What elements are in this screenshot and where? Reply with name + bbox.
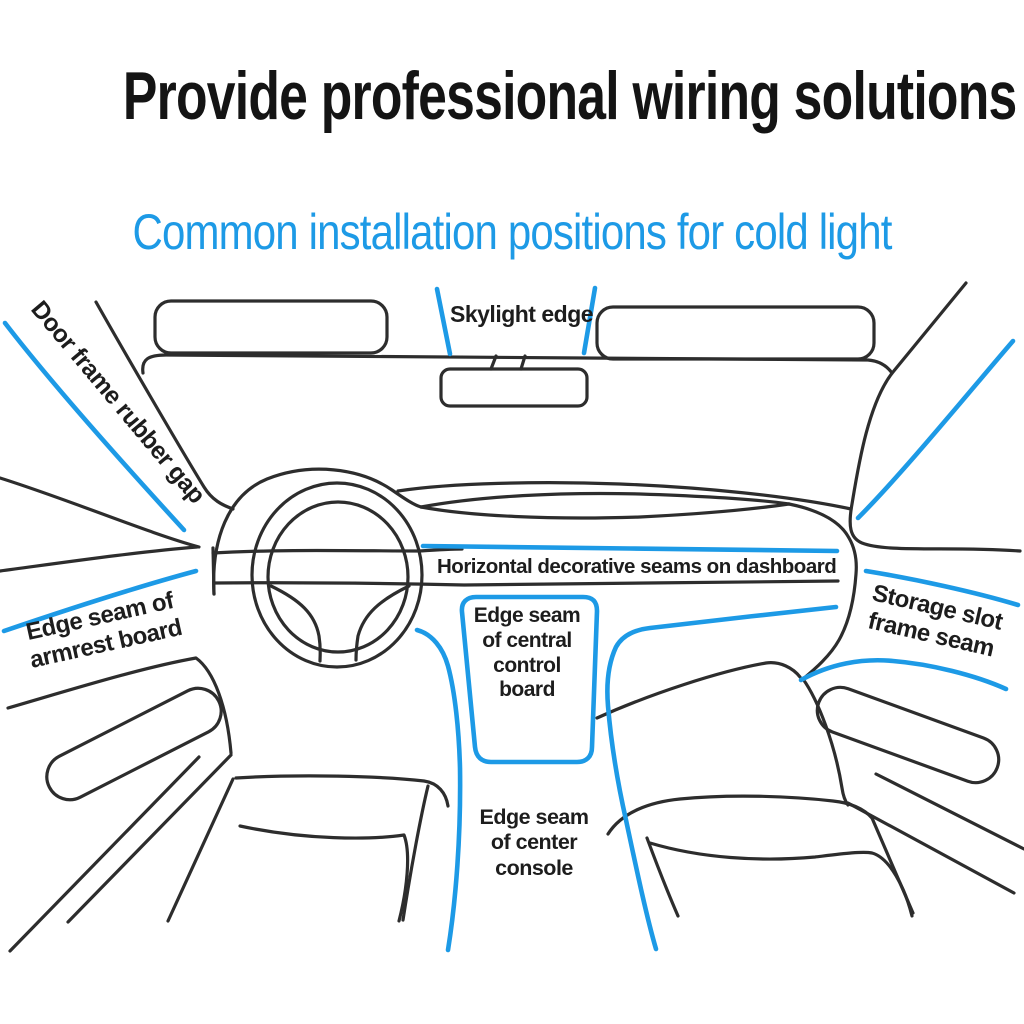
- label-central-control-board: Edge seam of central control board: [462, 604, 592, 703]
- right-door-sill-diagonal-outer: [846, 801, 1016, 895]
- skylight-left-tick: [434, 286, 453, 357]
- console-left-seam: [414, 627, 463, 953]
- left-door-kick-line: [166, 777, 235, 923]
- wheel-trunk-right: [354, 584, 411, 662]
- dash-cowl-lower: [419, 502, 791, 520]
- roof-edge-line: [141, 353, 894, 375]
- cluster-hood-arc: [212, 467, 423, 596]
- right-door-sill-diagonal-upper: [874, 772, 1024, 851]
- windshield-bottom-edge: [396, 481, 853, 511]
- right-footwell-top: [606, 794, 915, 915]
- right-footwell-inner-edge: [645, 836, 680, 918]
- storage-slot-lower-seam: [798, 657, 1009, 692]
- right-door-pull-handle: [815, 685, 1001, 785]
- right-footwell-arch: [648, 841, 914, 918]
- left-footwell-inner-edge: [401, 784, 430, 922]
- label-dashboard-seams: Horizontal decorative seams on dashboard: [437, 555, 837, 578]
- wheel-outer-rim: [250, 481, 424, 669]
- label-central-line4: board: [499, 678, 555, 702]
- wheel-inner-rim: [266, 500, 410, 654]
- left-door-sill-diagonal-outer: [8, 755, 201, 953]
- right-pillar-seam: [855, 338, 1016, 521]
- rear-view-mirror: [439, 367, 589, 408]
- blue-seam-highlights: [1, 285, 1021, 953]
- label-central-line2: of central: [482, 628, 572, 652]
- console-right-and-glovebox-seam: [605, 604, 839, 952]
- left-door-sill-diagonal-inner: [66, 753, 233, 924]
- black-linework: [0, 281, 1024, 953]
- page-subtitle: Common installation positions for cold l…: [132, 204, 892, 260]
- skylight-right-tick: [581, 285, 598, 356]
- left-armrest-lower-line: [6, 656, 233, 755]
- left-door-sill-line: [0, 476, 201, 549]
- dashboard-horizontal-seam: [420, 543, 840, 554]
- wheel-lower-spoke-and-dash-seam: [213, 579, 840, 587]
- label-central-line3: control: [493, 653, 561, 677]
- storage-slot-upper-seam: [863, 568, 1021, 608]
- mirror-stems: [489, 354, 527, 371]
- left-sun-visor: [153, 299, 389, 355]
- label-console-line2: of center: [490, 830, 578, 855]
- left-footwell-arch: [238, 824, 410, 923]
- left-footwell-top: [234, 774, 450, 808]
- label-skylight-edge: Skylight edge: [450, 301, 594, 327]
- hood-left-edge: [211, 546, 216, 596]
- left-armrest-top-line: [0, 545, 199, 573]
- right-door-edge: [801, 677, 850, 807]
- left-a-pillar: [94, 300, 235, 511]
- label-center-console: Edge seam of center console: [464, 805, 604, 881]
- dash-cowl-upper: [419, 491, 791, 509]
- armrest-board-seam: [1, 568, 199, 634]
- wheel-upper-spoke-line: [211, 547, 464, 555]
- right-a-pillar: [848, 281, 1022, 553]
- right-sun-visor: [595, 305, 876, 361]
- page-title: Provide professional wiring solutions: [122, 58, 1017, 134]
- central-control-board-outline: [459, 594, 600, 765]
- label-console-line1: Edge seam: [479, 805, 589, 829]
- door-frame-rubber-gap-seam: [2, 320, 187, 533]
- label-console-line3: console: [495, 855, 573, 880]
- steering-wheel: [211, 481, 840, 669]
- label-central-line1: Edge seam: [473, 604, 581, 627]
- wheel-trunk-left: [269, 584, 322, 663]
- dash-right-edge: [787, 502, 858, 681]
- left-door-pull-handle: [45, 686, 223, 802]
- glovebox-lower-line: [595, 661, 802, 720]
